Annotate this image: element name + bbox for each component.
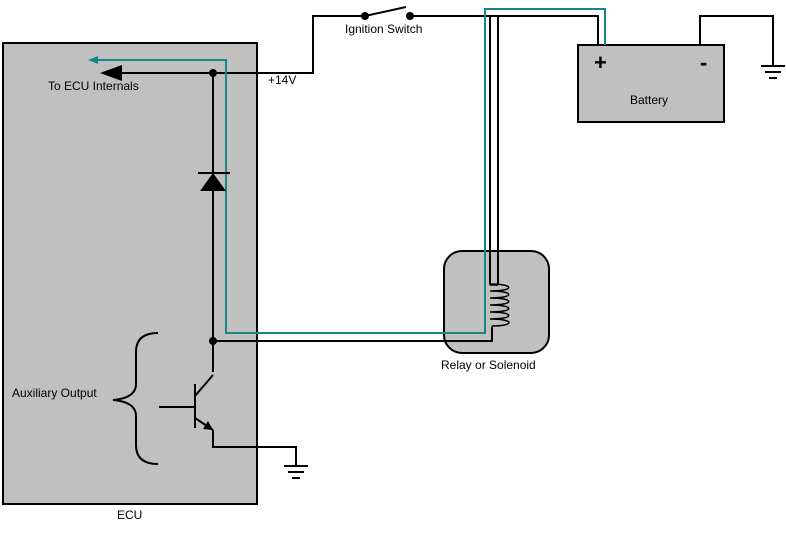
switch-contact-right bbox=[406, 12, 414, 20]
transistor-icon bbox=[159, 374, 214, 431]
relay-label: Relay or Solenoid bbox=[441, 358, 536, 372]
ground-icon bbox=[284, 465, 308, 479]
ecu-label: ECU bbox=[117, 508, 142, 522]
current-path bbox=[95, 8, 606, 334]
relay-box bbox=[443, 250, 550, 354]
ground-icon-battery bbox=[761, 65, 785, 79]
junction-node-output bbox=[209, 337, 217, 345]
diode-icon bbox=[198, 172, 230, 191]
battery-plus-terminal: + bbox=[594, 50, 607, 75]
coil-icon bbox=[489, 283, 510, 334]
switch-contact-left bbox=[361, 12, 369, 20]
battery-label: Battery bbox=[630, 93, 668, 107]
ignition-switch-label: Ignition Switch bbox=[345, 22, 422, 36]
arrow-icon bbox=[100, 65, 122, 81]
battery-minus-terminal: - bbox=[700, 50, 707, 75]
battery-box bbox=[577, 44, 725, 123]
junction-node-top bbox=[209, 69, 217, 77]
brace-icon bbox=[112, 332, 159, 465]
auxiliary-output-label: Auxiliary Output bbox=[12, 386, 97, 400]
teal-arrow-icon bbox=[88, 56, 98, 64]
ecu-box bbox=[2, 42, 258, 505]
to-ecu-internals-label: To ECU Internals bbox=[48, 79, 139, 93]
voltage-label: +14V bbox=[268, 73, 296, 87]
